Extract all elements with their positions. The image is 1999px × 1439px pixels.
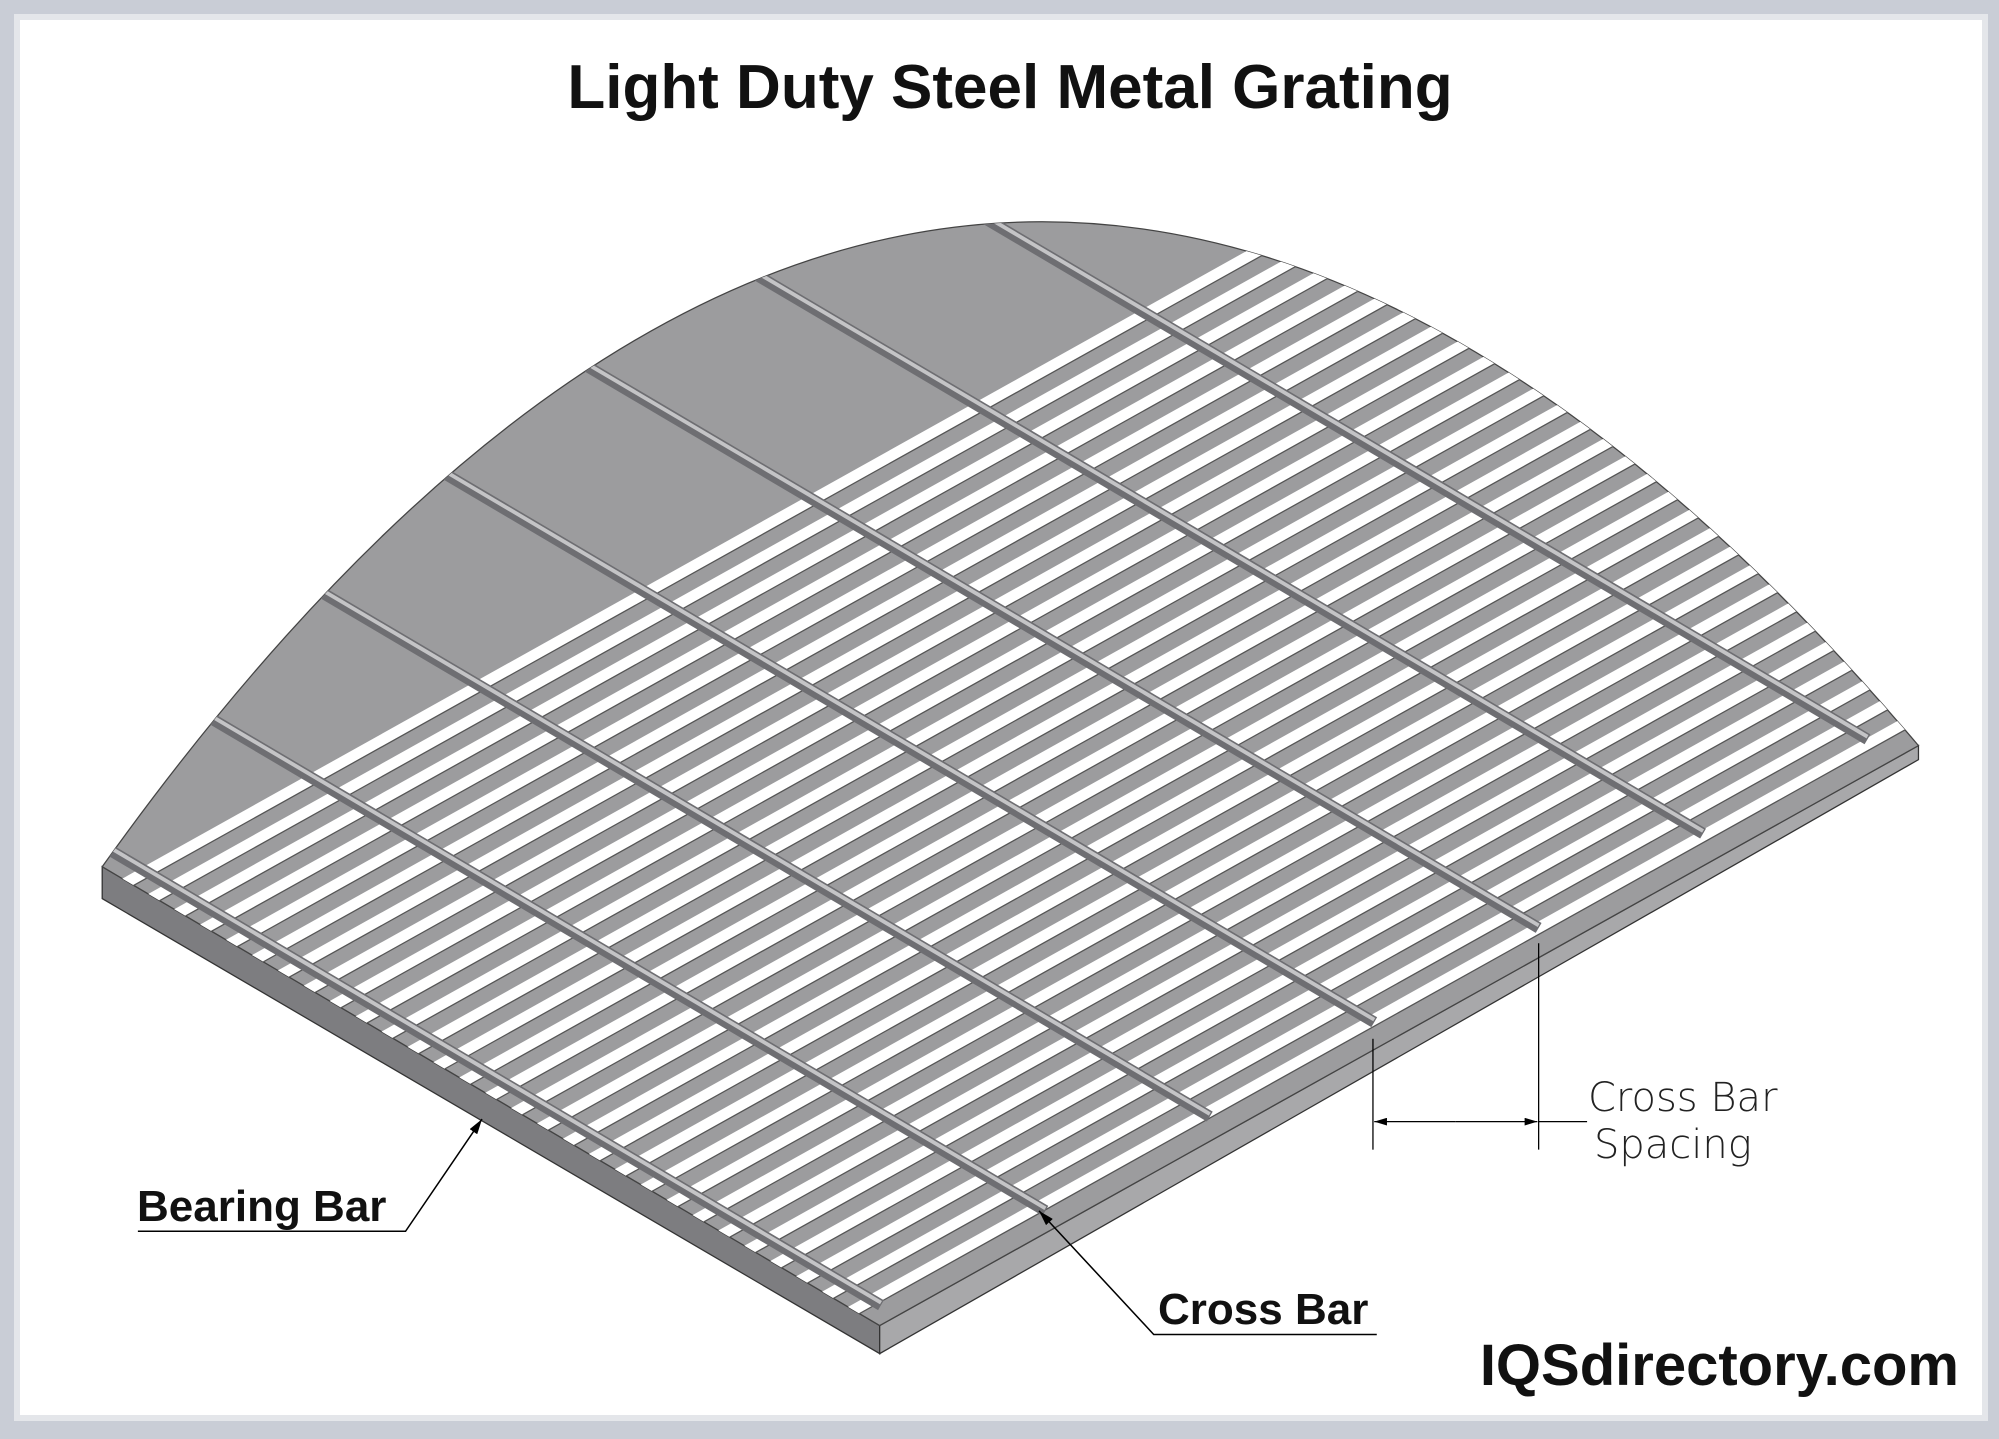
bearing-bar-slot [104, 221, 1919, 899]
bearing-bar-edge [420, 221, 1919, 1083]
cross-bar-spacing-label-line2: Spacing [1594, 1122, 1752, 1168]
bearing-bar-slot [234, 221, 1919, 976]
bearing-bar-slot [622, 221, 1919, 1205]
cross-bar-highlight [102, 288, 1047, 1210]
bearing-bar-edge [109, 221, 1919, 900]
cross-bar-highlight [311, 221, 1869, 739]
cross-bar-leader [1038, 1210, 1377, 1336]
bearing-bar-slot [182, 221, 1919, 945]
bearing-bar-edge [524, 221, 1919, 1144]
bearing-bar-slot [804, 221, 1919, 1312]
cross-bar-highlight [102, 221, 1211, 1116]
bearing-bar-edge [446, 221, 1919, 1099]
bearing-bar-slot [830, 221, 1919, 1326]
bearing-bar-edge [290, 221, 1919, 1007]
bearing-bar-slot [208, 221, 1919, 960]
cross-bar-spacing-label-line1: Cross Bar [1588, 1075, 1778, 1121]
bearing-bar-edge [498, 221, 1919, 1129]
cross-bar [102, 221, 1378, 1028]
cross-bar [1131, 221, 1919, 273]
bearing-bar-slot [493, 221, 1919, 1129]
bearing-bar-edge [342, 221, 1919, 1037]
bearing-bar-edge [809, 221, 1919, 1313]
bearing-bar-slot [389, 221, 1919, 1067]
bearing-bar-edge [161, 221, 1919, 930]
bearing-bar-edge [705, 221, 1919, 1252]
bearing-bar-edge [783, 221, 1919, 1297]
bearing-bar-slot [778, 221, 1919, 1297]
bearing-bar-edge [213, 221, 1919, 961]
bearing-bar-slot [519, 221, 1919, 1144]
bearing-bar-slot [596, 221, 1919, 1190]
bearing-bar-slot [467, 221, 1919, 1113]
bearing-bar-edge [757, 221, 1919, 1282]
bearing-bar-edge [239, 221, 1919, 976]
bearing-bar-slot [726, 221, 1919, 1266]
bearing-bar-edge [731, 221, 1919, 1267]
bearing-bar-edge [316, 221, 1919, 1022]
cross-bar [102, 288, 1049, 1216]
bearing-bar-label: Bearing Bar [137, 1182, 387, 1231]
bearing-bar-edge [679, 221, 1919, 1236]
bearing-bar-edge [472, 221, 1919, 1114]
bearing-bar-edge [135, 221, 1919, 915]
cross-bar-highlight [102, 221, 1376, 1022]
bearing-bar-edge [627, 221, 1919, 1206]
brand-watermark: IQSdirectory.com [1479, 1333, 1959, 1398]
bearing-bar-slot [571, 221, 1919, 1174]
cross-bar-highlight [102, 221, 1540, 927]
cross-bar [102, 221, 1213, 1122]
bearing-bar-edge [368, 221, 1919, 1053]
bearing-bar-edge [601, 221, 1919, 1190]
bearing-bar-edge [653, 221, 1919, 1221]
bearing-bar-slot [363, 221, 1919, 1052]
bearing-bar-slot [441, 221, 1919, 1098]
diagram-title: Light Duty Steel Metal Grating [567, 53, 1453, 122]
bearing-bar-slot [545, 221, 1919, 1159]
cross-bar-highlight [1133, 221, 1919, 267]
bearing-bar-edge [265, 221, 1919, 992]
bearing-bar-slot [311, 221, 1919, 1021]
bearing-bar-slot [674, 221, 1919, 1236]
bearing-bar-slot [260, 221, 1919, 991]
bearing-bar-slot [752, 221, 1919, 1281]
bearing-bar-edge [550, 221, 1919, 1160]
bearing-bar-slot [648, 221, 1919, 1220]
cross-bar [145, 221, 1706, 839]
cross-bar-highlight [147, 221, 1705, 833]
cross-bar-label: Cross Bar [1158, 1285, 1369, 1334]
cross-bar [309, 221, 1871, 745]
bearing-bar-edge [394, 221, 1919, 1068]
bearing-bar-slot [130, 221, 1919, 914]
cross-bar [102, 221, 1542, 933]
bearing-bar-edge [576, 221, 1919, 1175]
bearing-bar-slot [337, 221, 1919, 1037]
bearing-bar-slot [415, 221, 1919, 1083]
bearing-bar-slot [156, 221, 1919, 930]
bearing-bar-edge [187, 221, 1919, 946]
bearing-bar-slot [700, 221, 1919, 1251]
bearing-bar-slot [285, 221, 1919, 1006]
bearing-bar-edge [835, 221, 1919, 1326]
bearing-bar-leader [137, 1118, 483, 1233]
